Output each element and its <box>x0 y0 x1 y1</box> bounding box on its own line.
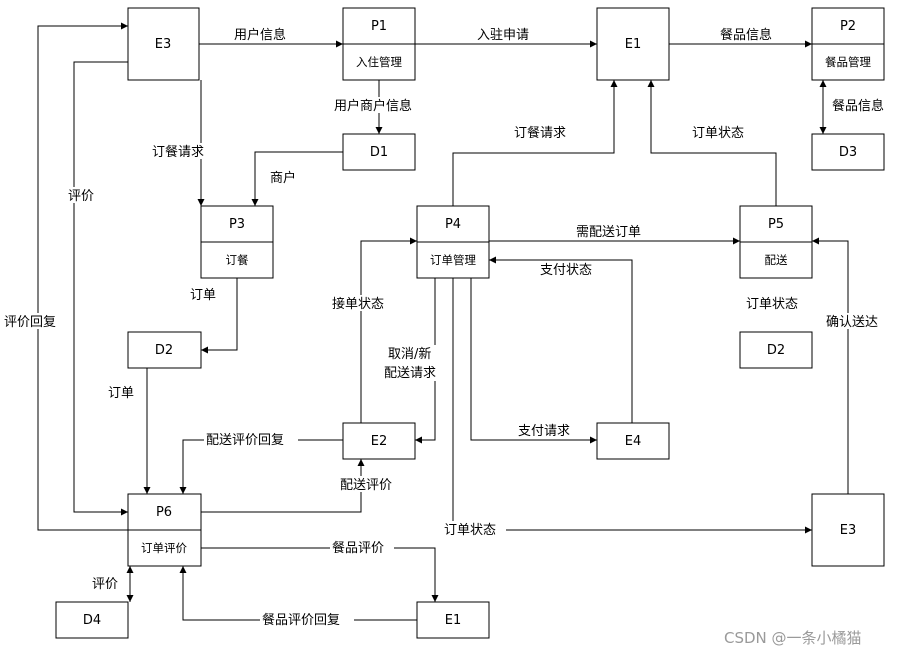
entity-e4-label: E4 <box>625 434 642 449</box>
flow-p6-to-e3 <box>37 22 128 531</box>
entity-e1-top: E1 <box>596 7 670 81</box>
process-p5-id: P5 <box>768 217 784 232</box>
label-order-status-mid: 订单状态 <box>746 297 798 312</box>
flow-e2-to-p4 <box>360 237 417 423</box>
process-p5: P5 配送 <box>739 205 813 279</box>
store-d2-right-label: D2 <box>767 343 785 358</box>
entity-e3-bottom: E3 <box>811 493 885 567</box>
entity-e3-bottom-label: E3 <box>840 523 857 538</box>
label-delivery-reply: 配送评价回复 <box>206 433 284 448</box>
flow-e2-to-p6 <box>179 439 343 494</box>
label-user-info: 用户信息 <box>234 27 286 43</box>
process-p3: P3 订餐 <box>200 205 274 279</box>
process-p6: P6 订单评价 <box>127 493 202 567</box>
process-p3-id: P3 <box>229 217 245 232</box>
label-eval-d4: 评价 <box>92 577 118 592</box>
label-merchant: 商户 <box>270 170 296 186</box>
label-meal-info-top: 餐品信息 <box>720 27 772 43</box>
label-evaluation: 评价 <box>68 189 94 204</box>
process-p2: P2 餐品管理 <box>811 7 885 81</box>
flow-p3-to-d2 <box>201 278 238 354</box>
flow-e3-to-p5 <box>812 237 849 494</box>
label-order-request-e3: 订餐请求 <box>152 144 204 160</box>
store-d3-label: D3 <box>839 145 857 160</box>
label-meal-eval: 餐品评价 <box>332 540 384 556</box>
process-p1-name: 入住管理 <box>356 55 402 69</box>
label-payment-request: 支付请求 <box>518 424 570 439</box>
label-evaluation-reply: 评价回复 <box>4 315 56 330</box>
store-d4-label: D4 <box>83 613 101 628</box>
nodes: E3 E1 E2 E4 E3 E1 P1 入住管理 <box>55 7 885 639</box>
process-p3-name: 订餐 <box>226 253 249 267</box>
process-p1-id: P1 <box>371 19 387 34</box>
process-p1: P1 入住管理 <box>342 7 416 81</box>
label-meal-eval-reply: 餐品评价回复 <box>262 612 340 628</box>
label-order-request-p4: 订餐请求 <box>514 125 566 141</box>
flow-p4-to-e4 <box>470 278 597 444</box>
process-p4-id: P4 <box>445 217 461 232</box>
label-order-d2: 订单 <box>108 386 134 401</box>
label-cancel-new-line2: 配送请求 <box>384 366 436 381</box>
entity-e4: E4 <box>596 422 670 460</box>
store-d2-left-label: D2 <box>155 343 173 358</box>
process-p6-id: P6 <box>156 505 172 520</box>
label-meal-info-side: 餐品信息 <box>832 98 884 114</box>
entity-e3-top-label: E3 <box>155 37 172 52</box>
store-d3: D3 <box>811 133 885 171</box>
label-cancel-new-line1: 取消/新 <box>388 346 431 362</box>
entity-e2: E2 <box>342 422 416 460</box>
flow-p5-to-e1 <box>647 80 777 206</box>
label-needs-delivery: 需配送订单 <box>576 225 641 240</box>
label-accept-status: 接单状态 <box>332 296 384 312</box>
process-p2-id: P2 <box>840 19 856 34</box>
store-d1-label: D1 <box>370 145 388 160</box>
process-p4: P4 订单管理 <box>416 205 490 279</box>
store-d2-right: D2 <box>739 331 813 369</box>
process-p5-name: 配送 <box>765 253 788 267</box>
process-p2-name: 餐品管理 <box>825 55 871 69</box>
label-payment-status: 支付状态 <box>540 263 592 278</box>
entity-e3-top: E3 <box>127 7 200 81</box>
process-p4-name: 订单管理 <box>430 253 476 267</box>
flow-e3-to-p6 <box>73 61 128 516</box>
process-p6-name: 订单评价 <box>141 541 187 555</box>
flow-p6-to-e2 <box>201 459 365 513</box>
label-order-status-p5: 订单状态 <box>692 126 744 141</box>
connectors <box>37 22 849 621</box>
store-d4: D4 <box>55 601 129 639</box>
entity-e1-bottom-label: E1 <box>445 613 462 628</box>
label-order-status-bottom: 订单状态 <box>444 523 496 538</box>
watermark: CSDN @一条小橘猫 <box>724 629 862 647</box>
flow-e4-to-p4 <box>489 256 633 423</box>
label-confirm-delivered: 确认送达 <box>826 315 878 330</box>
flow-labels: 用户信息 入驻申请 餐品信息 用户商户信息 餐品信息 订餐请求 评价 商户 订餐… <box>2 26 894 628</box>
entity-e1-top-label: E1 <box>625 37 642 52</box>
label-settle-request: 入驻申请 <box>477 28 529 43</box>
flow-p6-to-e1 <box>201 547 439 602</box>
label-delivery-eval: 配送评价 <box>340 478 392 493</box>
label-user-merchant-info: 用户商户信息 <box>334 98 412 114</box>
label-order-p3: 订单 <box>190 288 216 303</box>
flow-p4-to-e2 <box>415 278 436 444</box>
entity-e2-label: E2 <box>371 434 388 449</box>
flow-d1-to-p3 <box>251 151 343 206</box>
entity-e1-bottom: E1 <box>416 601 490 639</box>
store-d1: D1 <box>342 133 416 171</box>
flow-p4-to-e1 <box>452 80 618 206</box>
store-d2-left: D2 <box>127 331 202 369</box>
